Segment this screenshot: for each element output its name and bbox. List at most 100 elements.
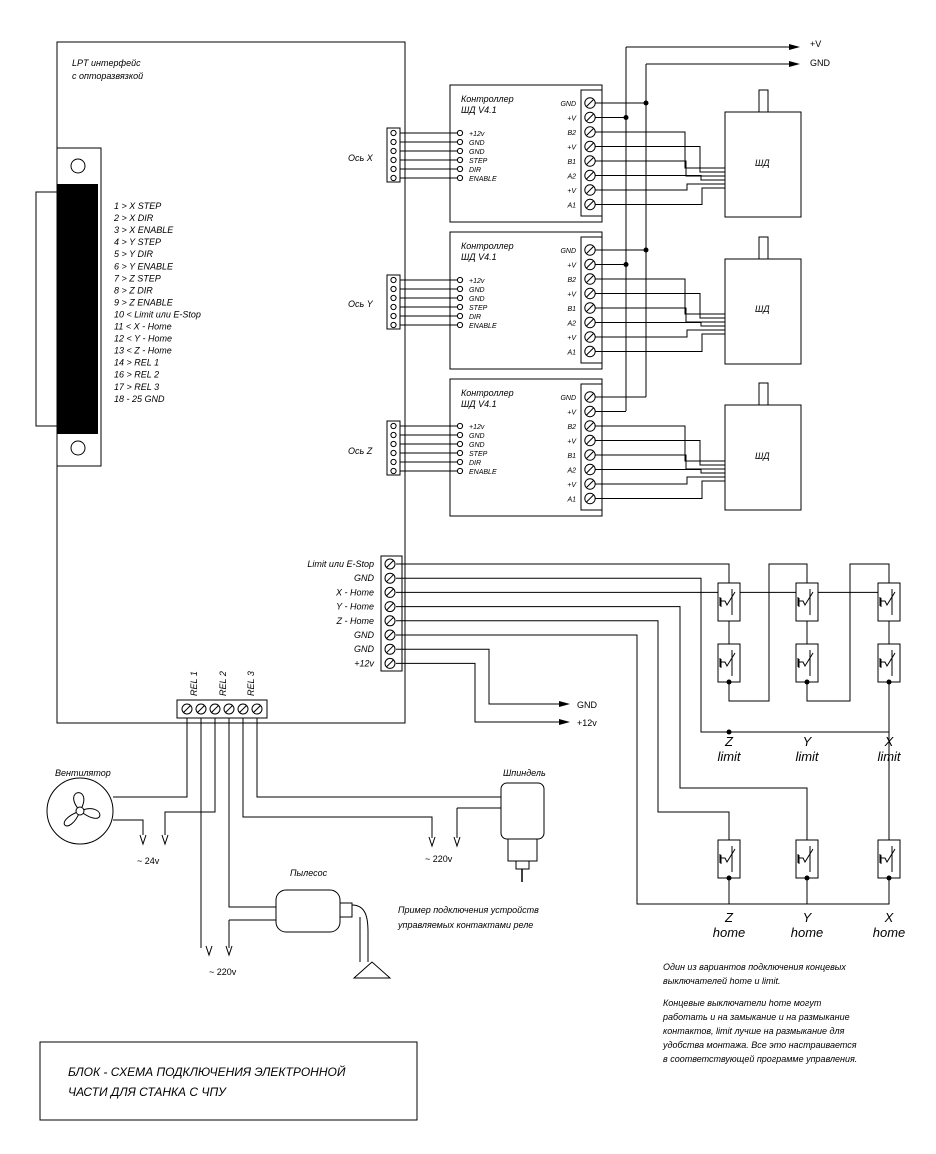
io-terminal-label: +12v [354,658,374,668]
switch-lever [797,591,814,607]
vacuum-wire [228,714,276,908]
motor-coil-wire [595,307,725,323]
screw-slot [586,260,594,269]
controller-input-label: ENABLE [469,176,497,183]
fan-wire [113,714,188,798]
screw-slot [239,705,247,713]
spindle-collar [507,838,538,862]
controller-terminal-label: +V [567,116,577,123]
controller-terminal-label: +V [567,145,577,152]
motor-coil-wire [595,175,725,181]
header-pin [390,303,397,311]
controller-terminal-label: B1 [567,453,576,460]
screw-slot [253,705,261,713]
controller-input-pin [456,431,464,439]
power-plus-v: +V [810,39,821,49]
header-pin [390,312,397,320]
header-pin [390,440,397,448]
fan-blades [63,792,101,827]
limit-chain [806,563,890,702]
axis-x-label: Ось X [348,153,374,163]
title-line2: ЧАСТИ ДЛЯ СТАНКА С ЧПУ [68,1085,227,1099]
controller-input-pin [456,138,464,146]
fan-hub [75,806,85,816]
arrow-down [139,834,147,846]
controller-terminal-label: B2 [567,130,576,137]
motor-coil-wire [595,183,725,191]
title-line1: БЛОК - СХЕМА ПОДКЛЮЧЕНИЯ ЭЛЕКТРОННОЙ [68,1063,346,1079]
screw-slot [386,631,394,639]
motor-coil-wire [595,333,725,352]
switch-lever [879,848,896,864]
controller-terminal-label: GND [560,395,576,402]
screw-slot [386,588,394,597]
power-gnd: GND [810,58,831,68]
screw-slot [386,560,394,568]
fan-return-wire [113,819,144,835]
plus12-out-wire [396,662,565,723]
header-pin [390,165,397,173]
lpt-pin-item: 3 > X ENABLE [114,225,174,235]
screw-slot [386,659,394,668]
arrow-head [559,719,570,725]
controller-input-pin [456,174,464,182]
controller-input-label: +12v [469,424,485,431]
voltage-220v-spindle: ~ 220v [425,854,453,864]
screw-slot [586,200,594,209]
controller-terminal-label: +V [567,439,577,446]
vacuum-hose [351,904,369,962]
note2-line1: Концевые выключатели home могут [663,998,822,1008]
controller-input-label: STEP [469,158,488,165]
arrow-down [161,834,169,846]
junction-dot [886,679,892,685]
switch-lever [879,652,896,668]
controller-input-label: DIR [469,167,481,174]
junction-dot [804,875,810,881]
screw-slot [225,705,233,713]
controller-input-label: GND [469,149,485,156]
stepper-motor [724,404,802,511]
note1-line1: Один из вариантов подключения концевых [663,962,846,972]
screw-slot [586,113,594,122]
note2-line4: удобства монтажа. Все это настраивается [662,1040,857,1050]
junction-dot [643,247,649,253]
note2-line3: контактов, limit лучше на размыкание для [663,1026,845,1036]
io-terminal-label: Y - Home [336,602,374,612]
controller-terminal-label: +V [567,263,577,270]
controller-input-label: GND [469,433,485,440]
motor-label: ШД [755,158,770,168]
controller-terminal-label: +V [567,410,577,417]
arrow-head [559,701,570,707]
switch-lever [797,848,814,864]
io-terminal-block [380,555,403,672]
lpt-pin-item: 5 > Y DIR [114,249,153,259]
vacuum-body [275,889,341,933]
screw-slot [586,304,594,312]
motor-coil-wire [595,146,725,173]
header-pin [390,321,397,329]
controller-terminal-label: A2 [566,174,576,181]
controller-terminal-label: +V [567,292,577,299]
lpt-pin-item: 9 > Z ENABLE [114,297,174,307]
relay-note-line2: управляемых контактами реле [397,920,533,930]
header-pin [390,458,397,466]
limit-z-axis: Z [724,734,734,749]
spindle-supply-wire [242,714,433,838]
controller-input-pin [456,321,464,329]
lpt-pin-item: 4 > Y STEP [114,237,161,247]
motor-coil-wire [595,476,725,485]
io-terminal-label: X - Home [335,587,374,597]
vacuum-nozzle [352,961,392,979]
screw-slot [211,705,219,713]
voltage-24v: ~ 24v [137,856,160,866]
controller-terminal-label: B2 [567,424,576,431]
lpt-pin-item: 2 > X DIR [113,213,154,223]
lpt-pin-item: 14 > REL 1 [114,358,159,368]
limit-x-axis: X [884,734,895,749]
io-terminal-label: Z - Home [335,616,374,626]
motor-label: ШД [755,304,770,314]
screw-slot [586,142,594,151]
screw-slot [586,465,594,474]
limit-y-word: limit [795,749,819,764]
